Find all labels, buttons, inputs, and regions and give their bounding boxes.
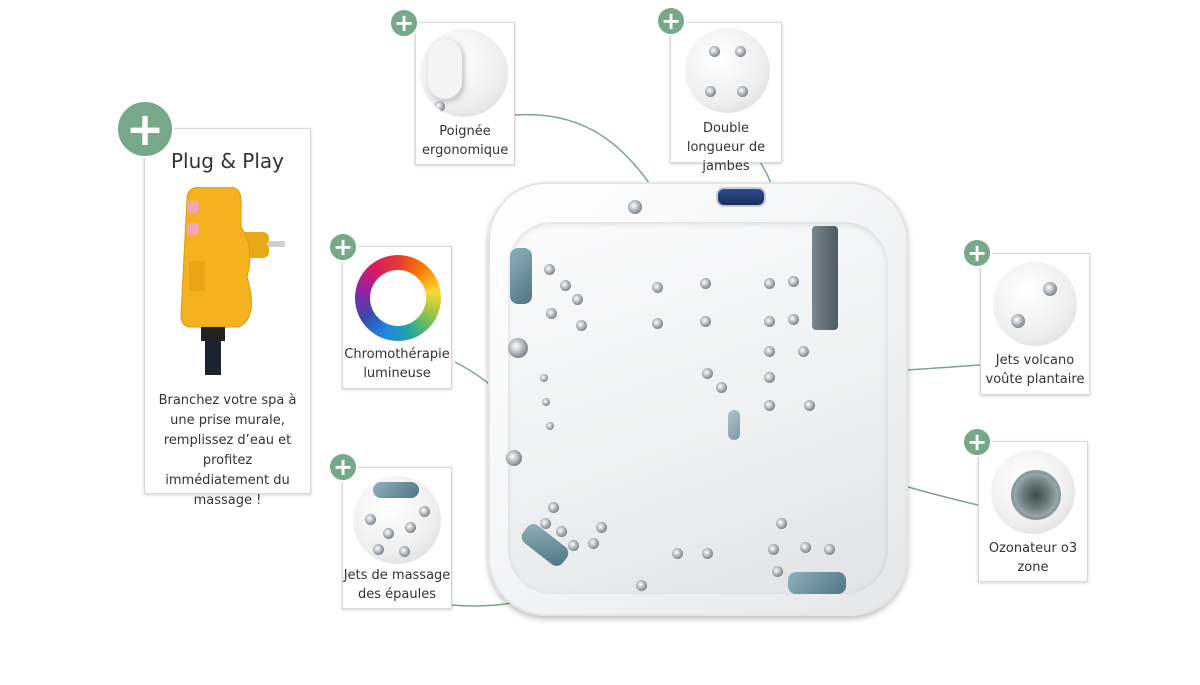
feature-card-poignee: Poignée ergonomique [415, 22, 515, 165]
feature-caption: Poignée ergonomique [422, 124, 509, 158]
plug-card-plus-icon[interactable]: + [116, 100, 174, 158]
feature-card-chromo: Chromothérapie lumineuse [342, 246, 452, 389]
feature-plus-icon[interactable]: + [656, 6, 686, 36]
feature-caption: Double longueur de jambes [686, 121, 766, 174]
feature-caption: Jets de massage des épaules [343, 568, 451, 602]
poignee-photo [420, 29, 508, 117]
volcano-photo [993, 262, 1077, 346]
feature-plus-icon[interactable]: + [962, 427, 992, 457]
spa-top-view-image [488, 182, 908, 616]
plug-adapter-icon [180, 187, 285, 375]
skimmer [812, 226, 838, 330]
headrest [728, 410, 740, 440]
jambes-photo [685, 28, 770, 113]
control-panel [716, 187, 766, 207]
epaules-photo [353, 476, 441, 564]
feature-card-jambes: Double longueur de jambes [670, 22, 782, 174]
feature-caption: Jets volcano voûte plantaire [985, 353, 1085, 387]
feature-plus-icon[interactable]: + [389, 8, 419, 38]
feature-plus-icon[interactable]: + [962, 238, 992, 268]
feature-caption: Ozonateur o3 zone [988, 541, 1078, 575]
headrest [788, 572, 846, 594]
plug-card-title: Plug & Play [170, 149, 284, 173]
plug-and-play-card: Plug & Play Branchez votre spa à une pri… [144, 128, 311, 508]
feature-card-epaules: Jets de massage des épaules [342, 467, 452, 609]
feature-plus-icon[interactable]: + [328, 232, 358, 262]
headrest [510, 248, 532, 304]
ozonateur-photo [991, 450, 1075, 534]
feature-card-ozonateur: Ozonateur o3 zone [978, 441, 1088, 582]
feature-plus-icon[interactable]: + [328, 452, 358, 482]
feature-card-volcano: Jets volcano voûte plantaire [980, 253, 1090, 395]
feature-caption: Chromothérapie lumineuse [344, 347, 450, 381]
color-wheel-icon [355, 255, 441, 341]
plug-card-body: Branchez votre spa à une prise murale, r… [158, 393, 297, 508]
